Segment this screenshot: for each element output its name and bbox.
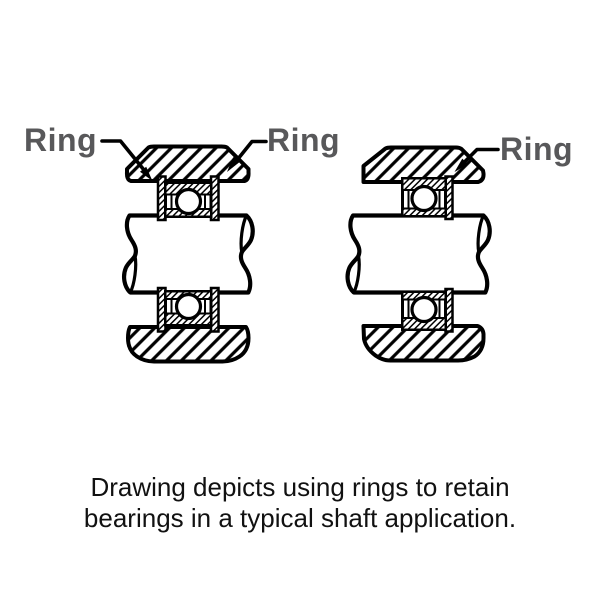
caption-line-1: Drawing depicts using rings to retain — [90, 472, 510, 502]
bearing-ball — [174, 187, 203, 216]
race-shoulder-lines — [170, 299, 206, 314]
right-shaft-break-right — [476, 214, 485, 253]
right-shaft — [345, 213, 492, 295]
caption-line-2: bearings in a typical shaft application. — [83, 503, 517, 533]
left-shaft-break-left — [128, 255, 138, 294]
right-upper-bearing — [401, 175, 454, 221]
arrowhead-icon — [227, 157, 240, 172]
right-assembly — [345, 145, 492, 363]
arrowhead-icon — [140, 166, 153, 181]
right-lower-housing — [361, 324, 486, 363]
ring-label-right: Ring — [500, 131, 574, 167]
caption: Drawing depicts using rings to retain be… — [0, 472, 600, 534]
race-shoulder-lines — [407, 190, 441, 209]
ring-leader-right — [454, 147, 500, 172]
bearing-ball — [410, 295, 438, 324]
race-shoulder-lines — [170, 194, 206, 209]
leader-lines — [100, 139, 500, 181]
left-assembly — [122, 144, 255, 364]
left-shaft-break-right — [239, 214, 248, 253]
bearing-ball — [174, 292, 203, 321]
left-upper-housing — [124, 144, 251, 183]
ring-label-left: Ring — [24, 122, 98, 158]
right-upper-housing — [361, 145, 486, 184]
left-lower-bearing — [156, 286, 220, 333]
left-lower-housing — [126, 325, 251, 364]
right-lower-bearing — [401, 287, 454, 333]
ring-label-middle: Ring — [267, 122, 341, 158]
ring-leader-left — [100, 139, 153, 181]
arrowhead-icon — [454, 158, 468, 172]
left-upper-bearing — [156, 175, 220, 222]
bearing-ball — [410, 184, 438, 213]
race-shoulder-lines — [407, 299, 441, 318]
left-shaft — [122, 213, 255, 295]
right-shaft-break-left — [352, 255, 361, 294]
ring-leader-middle — [227, 139, 268, 172]
